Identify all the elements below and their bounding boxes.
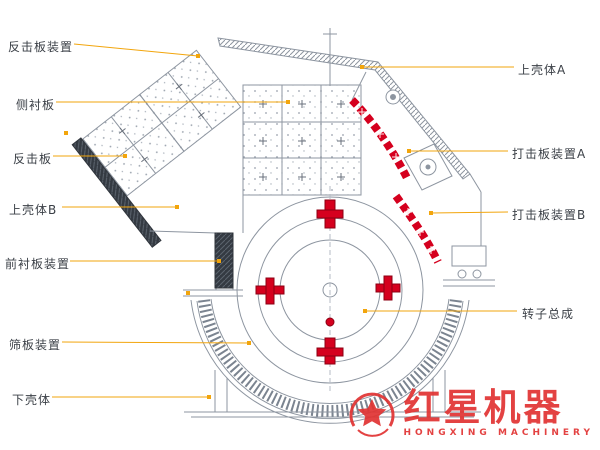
label-impact-plate-assembly: 反击板装置	[8, 40, 74, 54]
label-screen-plate-assembly: 筛板装置	[9, 338, 62, 352]
label-front-liner-assembly: 前衬板装置	[5, 257, 71, 271]
adjusting-mechanism-drawing	[385, 89, 495, 287]
leader-lines	[52, 43, 517, 399]
impact-plate-assembly-drawing	[71, 49, 242, 248]
label-upper-casing-b: 上壳体B	[9, 203, 58, 217]
screen-plate-arc	[196, 298, 464, 420]
rotor-hammers-drawing	[255, 199, 401, 365]
label-striking-plate-assembly-a: 打击板装置A	[512, 147, 587, 161]
hongxing-star-logo-icon	[349, 392, 394, 437]
label-side-liner: 侧衬板	[16, 98, 56, 112]
front-liner-assembly-drawing	[149, 195, 244, 297]
bolt-markers	[64, 131, 190, 295]
watermark: 红星机器 HONGXING MACHINERY	[348, 389, 595, 438]
leader-endpoint-markers	[123, 54, 433, 399]
striking-plate-chain-a	[349, 97, 411, 180]
label-striking-plate-assembly-b: 打击板装置B	[512, 208, 587, 222]
side-liner-grid-drawing	[242, 84, 362, 196]
watermark-subtitle-text: HONGXING MACHINERY	[403, 428, 594, 438]
label-upper-casing-a: 上壳体A	[518, 63, 567, 77]
label-lower-casing: 下壳体	[12, 393, 52, 407]
label-impact-plate: 反击板	[13, 152, 53, 166]
striking-plate-chain-b	[392, 193, 442, 264]
lower-casing-drawing	[184, 299, 481, 424]
label-rotor-assembly: 转子总成	[522, 307, 575, 321]
watermark-brand-text: 红星机器	[403, 386, 564, 429]
